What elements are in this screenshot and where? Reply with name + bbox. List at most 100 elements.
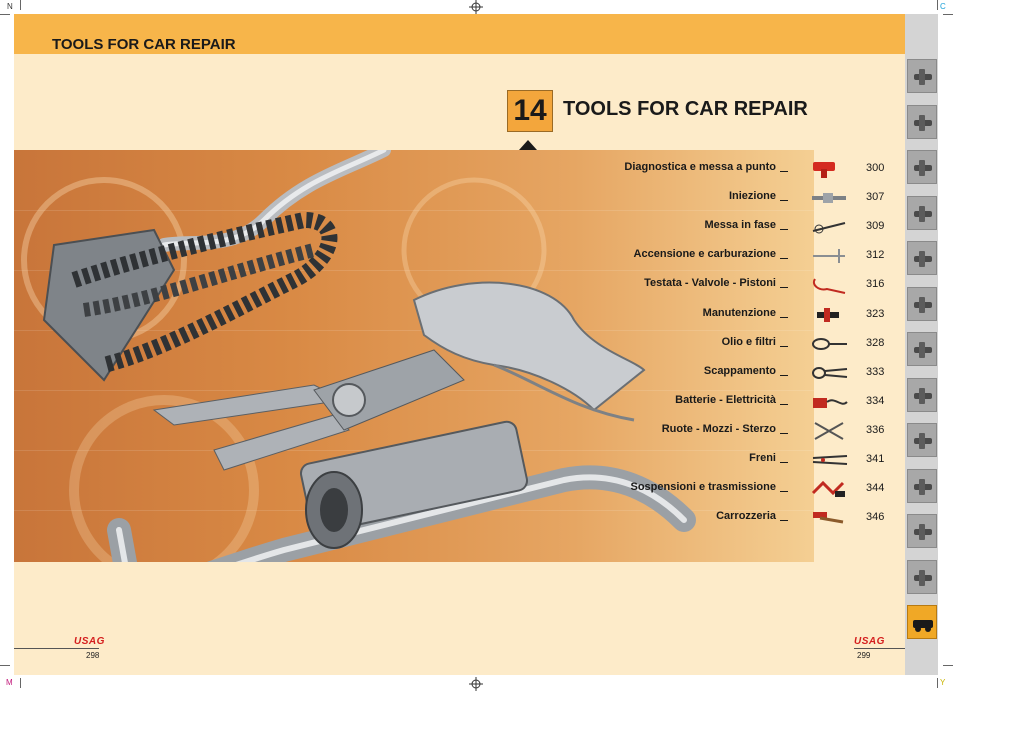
toc-item-label: Testata - Valvole - Pistoni xyxy=(644,277,776,290)
crop-mark xyxy=(937,678,938,688)
chapter-tab[interactable] xyxy=(907,104,937,139)
toc-item[interactable]: Sospensioni e trasmissione 344 xyxy=(584,479,894,499)
toc-item-page: 307 xyxy=(866,191,885,204)
leader-dash xyxy=(780,345,788,347)
chapter-tab[interactable] xyxy=(907,423,937,457)
crop-mark xyxy=(943,665,953,666)
tool-icon xyxy=(914,205,932,222)
toc-item-page: 309 xyxy=(866,220,885,233)
injector-tool-icon xyxy=(812,193,846,204)
crop-mark xyxy=(0,14,10,15)
toc-item-label: Accensione e carburazione xyxy=(633,248,776,261)
footer-page-right: 299 xyxy=(857,651,871,660)
toc-item-label: Sospensioni e trasmissione xyxy=(630,481,777,494)
tool-icon xyxy=(914,69,932,85)
toc-item-page: 333 xyxy=(866,365,885,378)
filter-wrench-icon xyxy=(812,337,847,350)
tool-icon xyxy=(914,569,932,586)
toc-item-label: Ruote - Mozzi - Sterzo xyxy=(661,422,776,435)
usag-logo-left: USAG xyxy=(74,636,105,647)
leader-dash xyxy=(780,171,788,172)
leader-dash xyxy=(780,520,788,522)
crop-mark xyxy=(0,665,10,666)
toc-item-page: 300 xyxy=(866,162,885,174)
registration-mark-bl: M xyxy=(6,678,13,687)
footer-page-left: 298 xyxy=(86,651,100,660)
crop-mark xyxy=(937,0,938,10)
toc-item-page: 316 xyxy=(866,278,885,291)
spring-compressor-icon xyxy=(811,480,845,498)
chapter-tab[interactable] xyxy=(907,559,937,594)
tool-icon xyxy=(914,524,932,540)
running-head: TOOLS FOR CAR REPAIR xyxy=(52,36,236,53)
toc-item[interactable]: Messa in fase 309 xyxy=(584,217,894,237)
toc-item[interactable]: Olio e filtri 328 xyxy=(584,334,894,354)
chapter-tab[interactable] xyxy=(907,150,937,184)
tool-icon xyxy=(914,296,932,313)
chapter-tab[interactable] xyxy=(907,241,937,275)
usag-logo-right: USAG xyxy=(854,636,885,647)
leader-dash xyxy=(780,200,788,202)
toc-item[interactable]: Iniezione 307 xyxy=(584,188,894,208)
valve-tool-icon xyxy=(813,278,846,295)
chapter-tab[interactable] xyxy=(907,286,937,321)
tool-icon xyxy=(914,387,932,404)
toc-item-page: 346 xyxy=(866,511,885,524)
chapter-number: 14 xyxy=(507,90,553,132)
chapter-tab[interactable] xyxy=(907,59,937,93)
tool-icon xyxy=(914,160,932,176)
leader-dash xyxy=(780,258,788,260)
toc-item-label: Diagnostica e messa a punto xyxy=(624,161,776,173)
toc-item-page: 334 xyxy=(866,394,885,407)
tools-photo xyxy=(14,150,814,562)
registration-mark-br: Y xyxy=(940,678,946,687)
toc-item-page: 312 xyxy=(866,249,885,262)
timing-tool-icon xyxy=(812,222,846,234)
crop-mark xyxy=(20,678,21,688)
toc-item-page: 341 xyxy=(866,453,885,465)
toc-item[interactable]: Accensione e carburazione 312 xyxy=(584,246,894,266)
toc-item-label: Iniezione xyxy=(728,190,776,203)
toc-item-label: Manutenzione xyxy=(702,306,776,319)
crop-mark xyxy=(943,14,953,15)
toc-item-label: Messa in fase xyxy=(704,219,776,232)
toc-item-label: Olio e filtri xyxy=(721,335,776,348)
tool-icon xyxy=(914,433,932,449)
registration-mark-tr: C xyxy=(940,2,946,11)
toc-item[interactable]: Batterie - Elettricità 334 xyxy=(584,392,894,412)
leader-dash xyxy=(780,462,788,463)
tool-icon xyxy=(914,478,932,495)
catalog-spread: TOOLS FOR CAR REPAIR xyxy=(14,14,905,675)
toc-item[interactable]: Testata - Valvole - Pistoni 316 xyxy=(584,275,894,295)
grease-gun-icon xyxy=(817,307,839,322)
toc-item-page: 328 xyxy=(866,336,885,349)
chapter-title: TOOLS FOR CAR REPAIR xyxy=(563,98,808,120)
footer-rule xyxy=(854,648,905,649)
chapter-tab[interactable] xyxy=(907,332,937,366)
exhaust-pliers-icon xyxy=(812,366,848,379)
toc-item-page: 336 xyxy=(866,423,885,436)
toc-item[interactable]: Diagnostica e messa a punto 300 xyxy=(584,159,894,179)
leader-dash xyxy=(780,374,788,376)
heat-gun-icon xyxy=(813,162,835,178)
chapter-tab[interactable] xyxy=(907,377,937,412)
toc-item-label: Freni xyxy=(749,452,776,464)
tool-icon xyxy=(914,342,932,358)
chapter-tab-active[interactable] xyxy=(907,605,937,639)
brake-pliers-icon xyxy=(812,455,848,465)
toc-item-label: Batterie - Elettricità xyxy=(675,393,776,406)
toc-item-page: 344 xyxy=(866,482,885,495)
toc-item[interactable]: Ruote - Mozzi - Sterzo 336 xyxy=(584,421,894,441)
leader-dash xyxy=(780,432,788,434)
crop-mark xyxy=(20,0,21,10)
chapter-tab[interactable] xyxy=(907,514,937,548)
leader-dash xyxy=(780,403,788,405)
chapter-tab[interactable] xyxy=(907,468,937,503)
leader-dash xyxy=(780,316,788,318)
leader-dash xyxy=(780,229,788,231)
toc-item[interactable]: Freni 341 xyxy=(584,450,894,470)
chapter-tab[interactable] xyxy=(907,195,937,230)
